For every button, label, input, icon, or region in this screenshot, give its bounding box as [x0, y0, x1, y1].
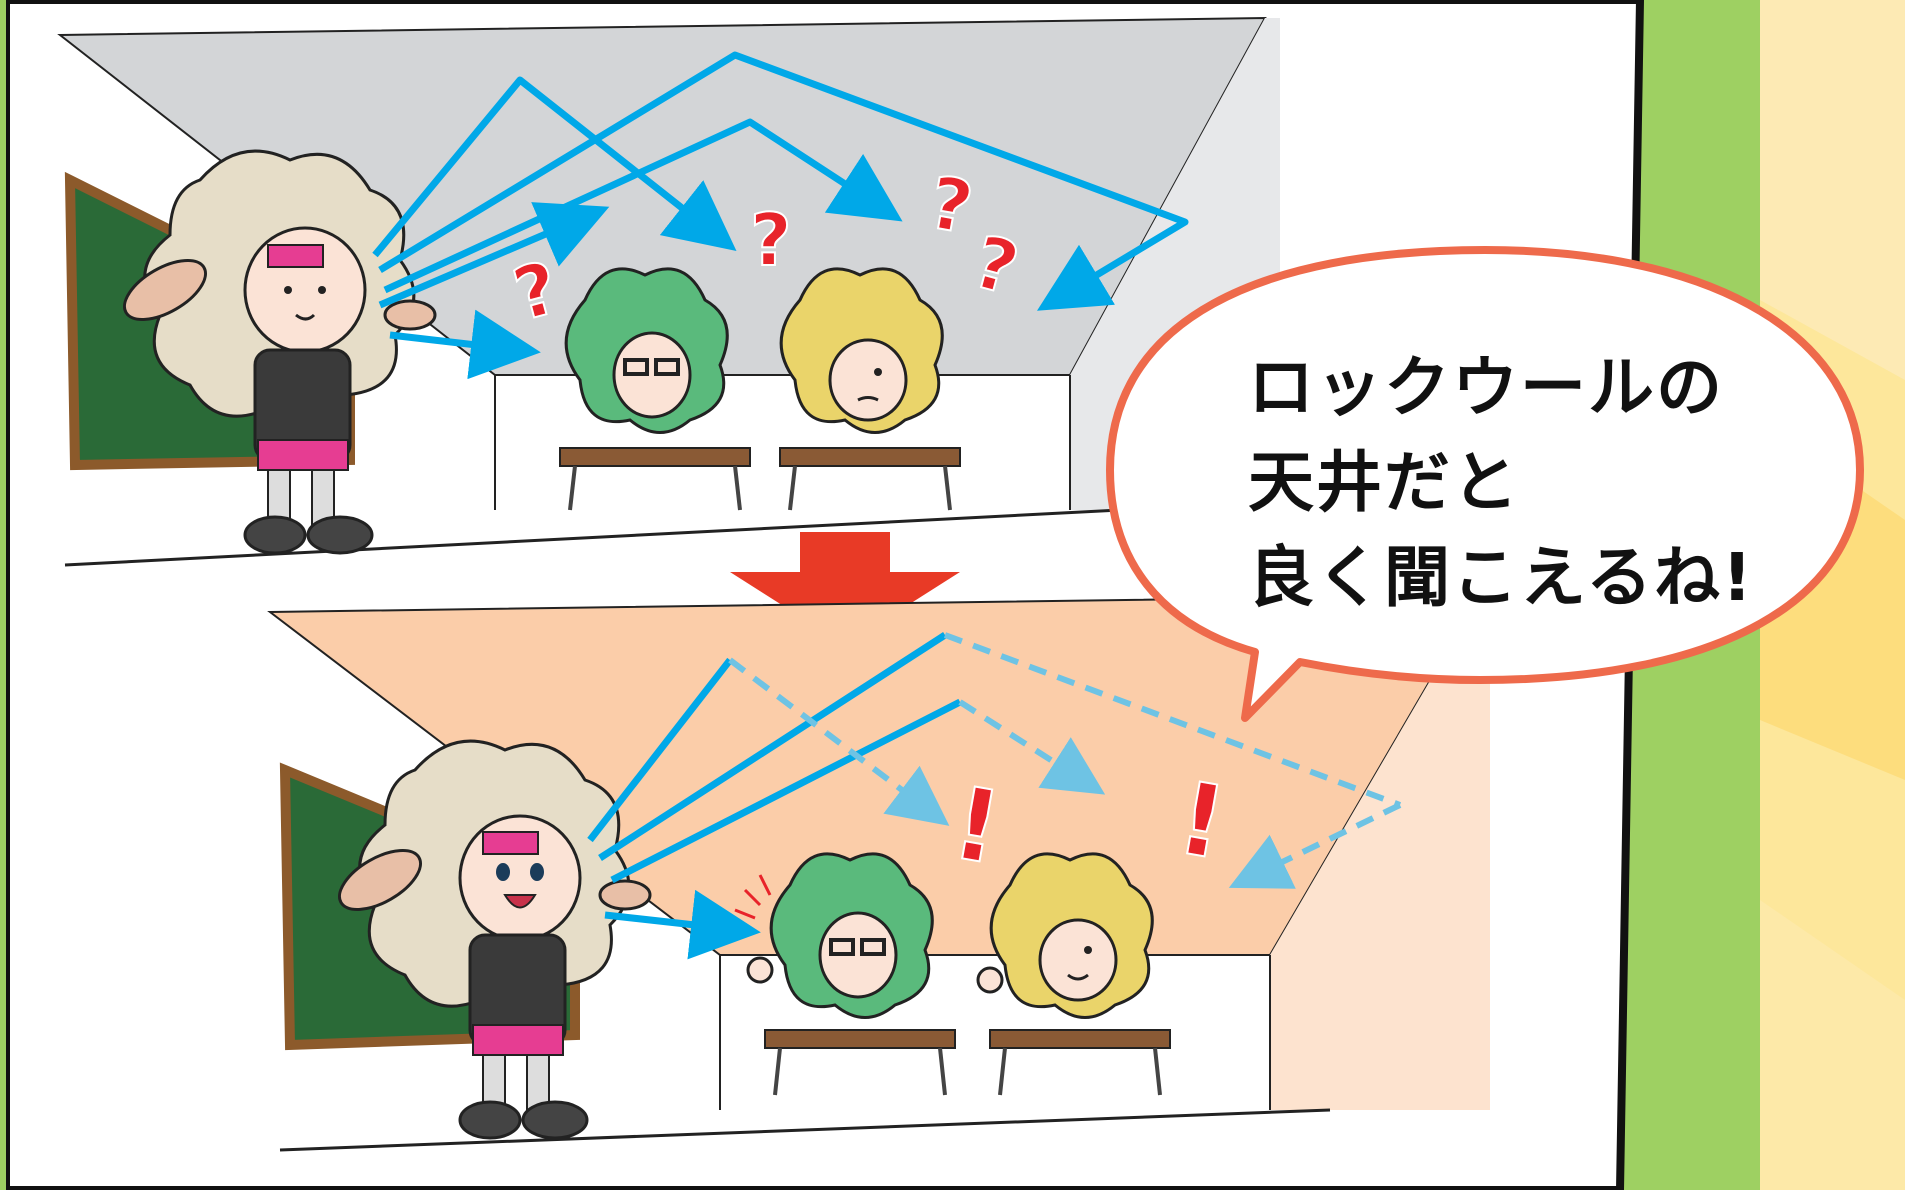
student-green-bottom [734, 852, 956, 1096]
absorbed-arrows-bottom [728, 632, 1402, 889]
student-yellow-bottom [976, 852, 1171, 1096]
speech-line-1: ロックウールの [1248, 349, 1724, 426]
bottom-classroom: ! ! [267, 593, 1490, 1152]
sheep-teacher-top [123, 149, 437, 555]
sheep-teacher-bottom [338, 739, 652, 1140]
speech-line-3: 良く聞こえるね! [1248, 539, 1755, 616]
student-yellow-top [779, 267, 961, 511]
sound-arrows-top [372, 51, 1189, 380]
sound-arrows-bottom [587, 632, 962, 960]
student-green-top [559, 267, 751, 511]
question-mark-2: ? [750, 198, 792, 282]
speech-bubble-text: ロックウールの 天井だと 良く聞こえるね! [1248, 340, 1768, 625]
down-arrow [730, 532, 960, 645]
speech-bubble [1106, 246, 1864, 722]
question-mark-4: ? [965, 219, 1027, 311]
speech-line-2: 天井だと [1248, 444, 1520, 521]
